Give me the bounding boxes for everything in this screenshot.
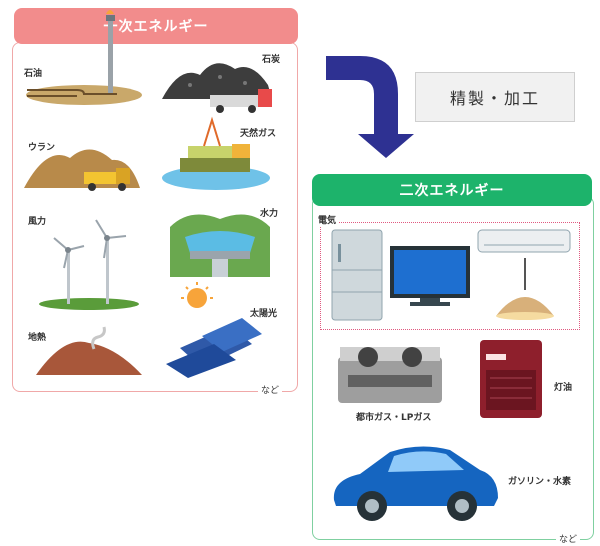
kerosene-label: 灯油: [554, 383, 573, 393]
hydro-dam-icon: [170, 214, 270, 277]
natural-gas-label: 天然ガス: [240, 129, 277, 139]
primary-energy-title: 一次エネルギー: [14, 8, 298, 44]
primary-etc-label: など: [258, 383, 283, 396]
uranium-label: ウラン: [28, 143, 56, 153]
secondary-etc-label: など: [556, 532, 581, 545]
refrigerator-icon: [331, 229, 383, 321]
wind-label: 風力: [28, 217, 47, 227]
wind-turbine-icon: [39, 219, 139, 310]
air-conditioner-icon: [477, 229, 571, 253]
electricity-label: 電気: [316, 213, 339, 226]
geothermal-label: 地熱: [28, 333, 47, 343]
television-icon: [390, 246, 470, 306]
coal-pile-icon: [162, 63, 272, 113]
solar-label: 太陽光: [250, 309, 278, 319]
geothermal-icon: [36, 326, 142, 375]
pendant-lamp-icon: [496, 258, 554, 320]
refining-processing-label: 精製・加工: [415, 72, 575, 122]
hydro-label: 水力: [260, 209, 279, 219]
process-arrow-icon: [326, 56, 414, 158]
oil-well-icon: [26, 10, 142, 105]
coal-label: 石炭: [262, 55, 281, 65]
car-icon: [333, 446, 498, 521]
uranium-pile-icon: [24, 149, 140, 191]
solar-panel-icon: [166, 282, 262, 378]
oil-label: 石油: [24, 69, 43, 79]
gas-stove-icon: [338, 347, 442, 403]
secondary-energy-title: 二次エネルギー: [312, 174, 592, 206]
electricity-group: [320, 222, 580, 330]
gas-platform-icon: [162, 116, 270, 190]
gasoline-label: ガソリン・水素: [508, 477, 572, 487]
city-gas-label: 都市ガス・LPガス: [356, 413, 432, 423]
kerosene-heater-icon: [480, 340, 542, 418]
